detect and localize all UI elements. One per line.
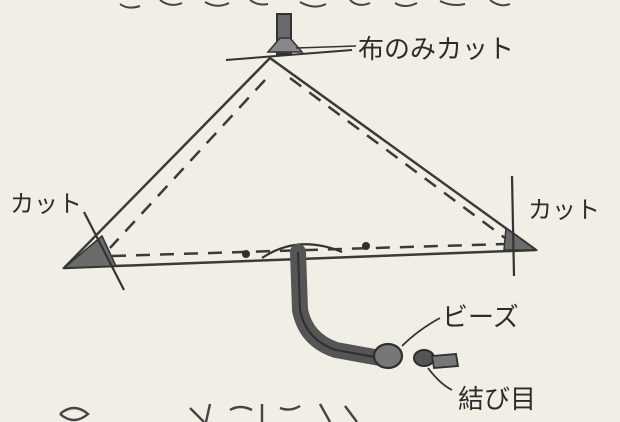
top-strap-fold (266, 37, 304, 53)
right-cut-label: カット (528, 196, 600, 224)
stitch-line-right (289, 76, 506, 240)
right-corner-shade (503, 226, 539, 251)
top-cut-leader (295, 45, 357, 49)
bead (372, 342, 404, 370)
beads-label: ビーズ (442, 303, 519, 333)
knot (413, 349, 435, 367)
left-cut-label: カット (10, 190, 82, 218)
bead-dot-right (362, 242, 370, 250)
stitch-line-left (109, 79, 266, 249)
top-cut-label: 布のみカット (358, 35, 514, 65)
top-cut-line (225, 49, 353, 61)
bead-dot-left (242, 250, 250, 258)
beads-leader (401, 317, 441, 347)
hanging-cord (290, 244, 388, 366)
left-corner-shade (61, 234, 118, 269)
knot-label: 結び目 (458, 385, 536, 415)
cord-end (430, 353, 460, 369)
knot-leader (427, 367, 453, 391)
cropped-bottom-text (59, 403, 358, 422)
left-cut-line (83, 211, 125, 291)
stitch-line-bottom (111, 242, 506, 258)
cropped-top-text (119, 0, 511, 9)
triangle-outline (62, 56, 538, 270)
hanging-cord-outline (297, 251, 381, 359)
right-cut-line (510, 175, 516, 277)
